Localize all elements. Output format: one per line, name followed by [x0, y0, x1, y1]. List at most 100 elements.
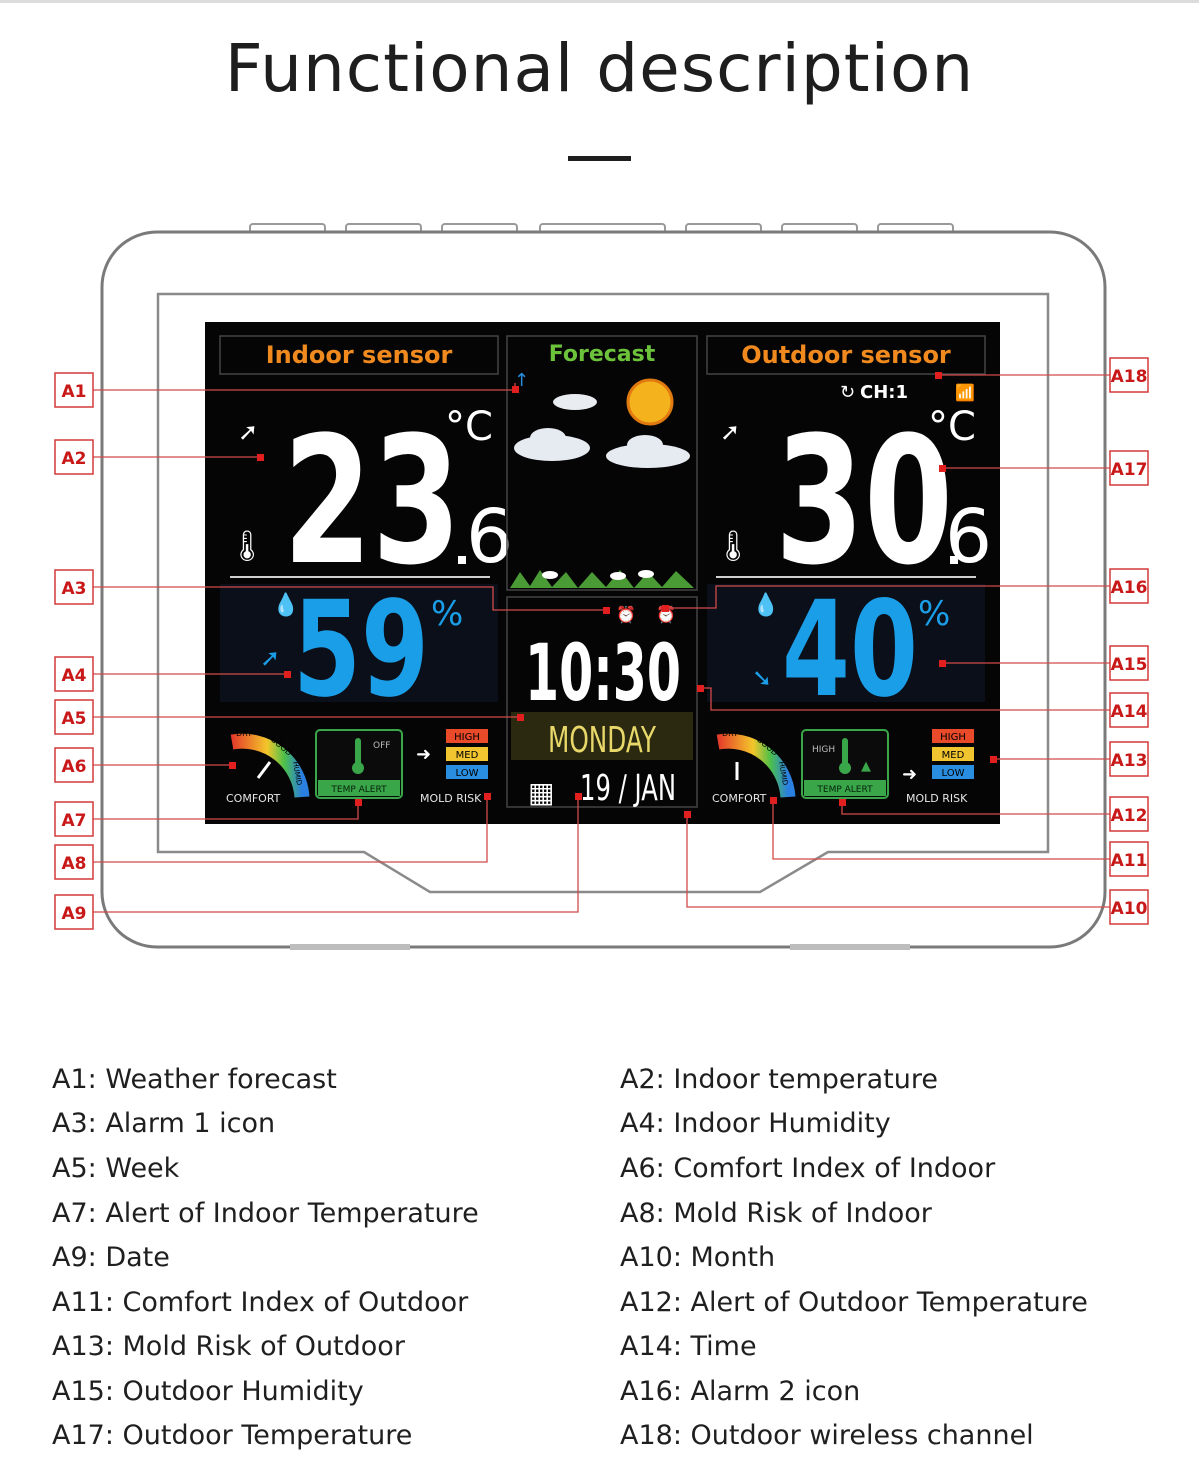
- indoor-humidity-value: 59: [293, 573, 429, 727]
- outdoor-mold-med-label: MED: [942, 750, 965, 761]
- callout-tag: A18: [1111, 367, 1148, 387]
- legend-item: A5: Week: [52, 1153, 180, 1184]
- callout-tag: A14: [1111, 702, 1148, 722]
- calendar-icon: ▦: [528, 776, 554, 809]
- clock-panel: ⏰ ⏰ 10:30 MONDAY ▦ 19 / JAN: [506, 596, 698, 809]
- legend-item: A17: Outdoor Temperature: [52, 1420, 413, 1451]
- callout-tag: A5: [62, 709, 87, 729]
- legend-item: A4: Indoor Humidity: [620, 1108, 891, 1139]
- legend-item: A14: Time: [620, 1331, 757, 1362]
- forecast-trend-icon: ↑: [514, 370, 529, 391]
- outdoor-temp-unit: °C: [928, 404, 976, 450]
- indoor-mold-label: MOLD RISK: [420, 792, 482, 805]
- callout-tag: A9: [62, 904, 87, 924]
- legend-item: A2: Indoor temperature: [620, 1064, 938, 1095]
- outdoor-mold-arrow-icon: ➜: [902, 764, 917, 785]
- callout-tag: A8: [62, 854, 87, 874]
- indoor-header: Indoor sensor: [266, 341, 453, 369]
- cloud-icon-right: [606, 435, 690, 468]
- legend-item: A3: Alarm 1 icon: [52, 1108, 276, 1139]
- callout-tag: A12: [1111, 806, 1148, 826]
- outdoor-humidity-value: 40: [782, 573, 918, 727]
- outdoor-temp-value: 30: [775, 399, 953, 604]
- callout-tag: A4: [62, 666, 87, 686]
- outdoor-panel: Outdoor sensor ↻ CH:1 📶 ➚ 🌡 30 6 °C 💧 ➘ …: [706, 335, 992, 805]
- outdoor-trend-up-icon: ➚: [720, 418, 740, 446]
- callout-tag: A2: [62, 449, 87, 469]
- indoor-temp-decimal: 6: [466, 494, 513, 580]
- outdoor-humidity-trend-icon: ➘: [752, 664, 772, 692]
- mold-high-label: HIGH: [454, 732, 480, 743]
- legend-item: A15: Outdoor Humidity: [52, 1376, 364, 1407]
- alarm-2-icon: ⏰: [656, 605, 676, 624]
- callout-tag: A11: [1111, 851, 1148, 871]
- humidity-trend-icon: ➚: [260, 644, 280, 672]
- callout-tag: A16: [1111, 578, 1148, 598]
- indoor-temp-value: 23: [283, 399, 461, 604]
- forecast-header: Forecast: [549, 342, 656, 367]
- outdoor-mold-label: MOLD RISK: [906, 792, 968, 805]
- outdoor-alert-label: TEMP ALERT: [816, 785, 873, 795]
- outdoor-humidity-unit: %: [918, 594, 950, 634]
- callout-tags-left: A1 A2 A3 A4 A5 A6 A7 A8 A9: [54, 372, 94, 930]
- title-underline: [568, 156, 631, 161]
- mold-med-label: MED: [456, 750, 479, 761]
- date: 19 / JAN: [580, 768, 676, 809]
- legend-item: A18: Outdoor wireless channel: [620, 1420, 1034, 1451]
- clock-time: 10:30: [525, 629, 681, 719]
- outdoor-mold-high-label: HIGH: [940, 732, 966, 743]
- thermometer-icon: 🌡: [228, 529, 266, 564]
- callout-dots: [229, 372, 997, 818]
- outdoor-channel: CH:1: [860, 382, 908, 403]
- callout-tag: A3: [62, 579, 87, 599]
- indoor-humidity-unit: %: [431, 594, 463, 634]
- outdoor-temp-decimal: 6: [945, 494, 992, 580]
- legend-item: A8: Mold Risk of Indoor: [620, 1198, 932, 1229]
- alert-bell-icon: ▲: [861, 759, 871, 774]
- mold-arrow-icon: ➜: [416, 744, 431, 765]
- page-title: Functional description: [224, 30, 975, 107]
- indoor-alert-label: TEMP ALERT: [330, 785, 387, 795]
- callout-tag: A1: [62, 382, 87, 402]
- outdoor-mold-low-label: LOW: [942, 768, 965, 779]
- legend-item: A16: Alarm 2 icon: [620, 1376, 861, 1407]
- mold-low-label: LOW: [456, 768, 479, 779]
- channel-cycle-icon: ↻: [840, 382, 855, 403]
- weekday: MONDAY: [548, 720, 657, 761]
- outdoor-comfort-scale-low: DRY: [722, 729, 738, 738]
- callout-tag: A6: [62, 757, 87, 777]
- sun-icon: [626, 378, 674, 426]
- callout-tags-right: A18 A17 A16 A15 A14 A13 A12 A11 A10: [1109, 357, 1149, 925]
- weather-station-diagram: Indoor sensor ➚ 🌡 23 6 °C 💧 ➚ 59 % DRY G…: [54, 223, 1149, 950]
- callout-tag: A15: [1111, 655, 1148, 675]
- legend-item: A1: Weather forecast: [52, 1064, 337, 1095]
- callout-tag: A10: [1111, 899, 1148, 919]
- indoor-comfort-label: COMFORT: [226, 792, 281, 805]
- legend-item: A13: Mold Risk of Outdoor: [52, 1331, 405, 1362]
- indoor-alert-state: OFF: [373, 741, 390, 751]
- outdoor-comfort-label: COMFORT: [712, 792, 767, 805]
- indoor-panel: Indoor sensor ➚ 🌡 23 6 °C 💧 ➚ 59 % DRY G…: [219, 335, 513, 805]
- outdoor-thermometer-icon: 🌡: [714, 529, 752, 564]
- legend-item: A12: Alert of Outdoor Temperature: [620, 1287, 1088, 1318]
- humidity-drop-icon: 💧: [272, 592, 299, 618]
- callout-tag: A7: [62, 811, 87, 831]
- cloud-icon: [514, 428, 590, 461]
- callout-tag: A17: [1111, 460, 1148, 480]
- legend-item: A7: Alert of Indoor Temperature: [52, 1198, 479, 1229]
- indoor-temp-unit: °C: [445, 404, 493, 450]
- legend-item: A9: Date: [52, 1242, 170, 1273]
- top-rule: [0, 0, 1199, 3]
- outdoor-alert-state: HIGH: [812, 745, 835, 755]
- callout-tag: A13: [1111, 751, 1148, 771]
- outdoor-humidity-drop-icon: 💧: [752, 592, 779, 618]
- alarm-1-icon: ⏰: [616, 605, 636, 624]
- outdoor-header: Outdoor sensor: [741, 341, 951, 369]
- forecast-panel: Forecast ↑: [506, 335, 698, 591]
- signal-icon: 📶: [955, 383, 975, 402]
- legend-item: A11: Comfort Index of Outdoor: [52, 1287, 469, 1318]
- trend-up-icon: ➚: [238, 418, 258, 446]
- legend-item: A10: Month: [620, 1242, 776, 1273]
- small-cloud-icon: [553, 394, 597, 410]
- comfort-scale-low: DRY: [236, 729, 252, 738]
